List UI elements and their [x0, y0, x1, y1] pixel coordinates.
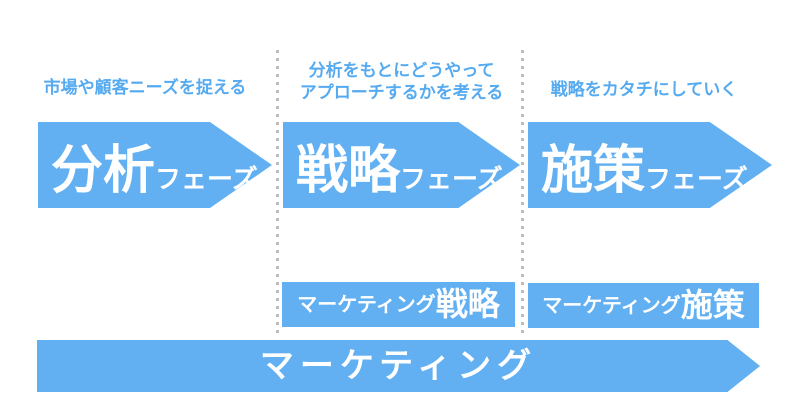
phase-suffix: フェーズ [400, 165, 503, 195]
marketing-prefix: マーケティング [542, 293, 681, 317]
phase-name: 分析 [51, 141, 156, 201]
caption-line: 戦略をカタチにしていく [550, 80, 738, 100]
phase-suffix: フェーズ [155, 165, 258, 195]
marketing-baseline-label: マーケティング [259, 346, 538, 386]
caption-line: アプローチするかを考える [299, 83, 504, 103]
strategy-phase-arrow: 戦略フェーズ [283, 122, 520, 208]
marketing-prefix: マーケティング [297, 292, 436, 316]
tactics-phase-caption: 戦略をカタチにしていく [528, 79, 760, 101]
caption-line: 分析をもとにどうやって [308, 61, 495, 81]
analysis-phase-label: 分析フェーズ [51, 145, 258, 197]
caption-line: 市場や顧客ニーズを捉える [43, 78, 247, 98]
analysis-phase-caption: 市場や顧客ニーズを捉える [28, 77, 262, 99]
analysis-phase-arrow: 分析フェーズ [38, 122, 272, 208]
divider-line-1 [276, 50, 279, 338]
marketing-tactics-box: マーケティング施策 [528, 283, 759, 328]
tactics-phase-label: 施策フェーズ [541, 145, 748, 197]
marketing-strategy-box: マーケティング戦略 [282, 282, 515, 327]
phase-name: 戦略 [296, 141, 401, 201]
phase-name: 施策 [541, 141, 646, 201]
marketing-baseline-arrow: マーケティング [37, 340, 760, 392]
strategy-phase-label: 戦略フェーズ [296, 145, 503, 197]
phase-suffix: フェーズ [645, 165, 748, 195]
tactics-emphasis: 施策 [680, 286, 745, 324]
strategy-emphasis: 戦略 [435, 285, 500, 323]
strategy-phase-caption: 分析をもとにどうやって アプローチするかを考える [281, 60, 522, 104]
divider-line-2 [521, 50, 524, 338]
tactics-phase-arrow: 施策フェーズ [528, 122, 772, 208]
